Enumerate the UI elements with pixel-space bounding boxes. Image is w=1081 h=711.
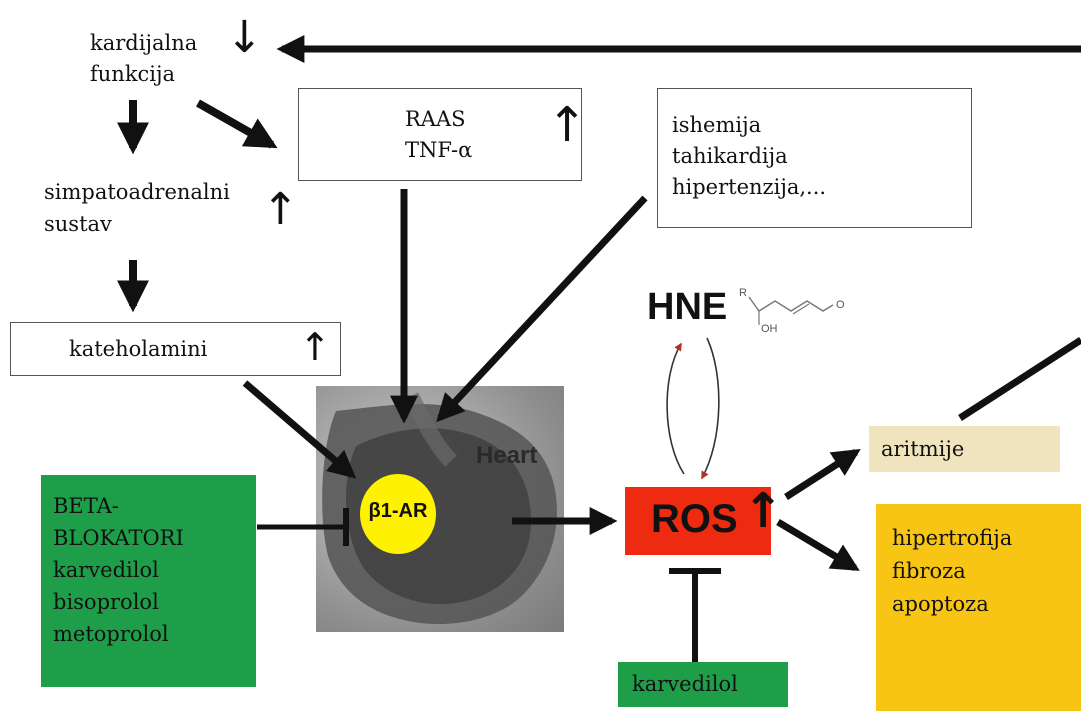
carvedilol-label: karvedilol	[632, 672, 738, 696]
hne-o-label: O	[836, 299, 845, 311]
raas-trend-icon: ↑	[547, 97, 588, 153]
arrow-cardiac-to-raas	[196, 99, 278, 149]
beta-blockers-box: BETA- BLOKATORI karvedilol bisoprolol me…	[41, 475, 256, 687]
cardiac-function-line1: kardijalna	[90, 31, 198, 55]
sympathoadrenal-line1: simpatoadrenalni	[44, 180, 230, 204]
feedback-arrow-right	[958, 337, 1081, 421]
arrow-catecholamines-to-heart	[242, 380, 357, 479]
raas-line2: TNF-α	[405, 138, 473, 162]
sympathoadrenal-trend-icon: ↑	[262, 184, 299, 235]
raas-box: RAAS TNF-α ↑	[298, 88, 587, 181]
beta-blockers-line4: bisoprolol	[53, 590, 159, 614]
arrow-triggers-to-heart	[436, 195, 648, 423]
triggers-line2: tahikardija	[672, 144, 788, 168]
arrow-ros-to-hne	[666, 342, 685, 475]
ros-box: ROS ↑	[625, 487, 783, 555]
catecholamines-label: kateholamini	[69, 337, 208, 361]
cardiac-function-line2: funkcija	[90, 62, 176, 86]
arrow-hne-to-ros	[701, 337, 720, 480]
hne-r-label: R	[739, 287, 747, 299]
beta-blockers-line1: BETA-	[53, 494, 119, 518]
cardiac-function-trend-icon: ↓	[226, 12, 263, 63]
raas-line1: RAAS	[405, 107, 466, 131]
heart-image: Heart β1-AR	[316, 386, 564, 632]
arrow-ros-to-arrhythmia	[784, 448, 861, 500]
arrhythmia-label: aritmije	[881, 437, 965, 461]
arrow-ros-to-outcomes	[776, 518, 860, 572]
beta1-receptor: β1-AR	[360, 474, 436, 554]
arrhythmia-box: aritmije	[869, 426, 1060, 472]
outcomes-line3: apoptoza	[892, 592, 989, 616]
beta-blockers-line3: karvedilol	[53, 558, 159, 582]
beta1-receptor-label: β1-AR	[368, 500, 428, 522]
ros-trend-icon: ↑	[743, 483, 784, 539]
catecholamines-trend-icon: ↑	[299, 325, 331, 369]
hne-label: HNE	[647, 286, 728, 328]
outcomes-line2: fibroza	[892, 559, 966, 583]
beta-blockers-line5: metoprolol	[53, 622, 169, 646]
triggers-line3: hipertenzija,...	[672, 175, 827, 199]
carvedilol-box: karvedilol	[618, 662, 788, 707]
sympathoadrenal-line2: sustav	[44, 212, 112, 236]
hne-oh-label: OH	[761, 323, 778, 335]
hne-structure: R OH O	[735, 283, 850, 340]
outcomes-box: hipertrofija fibroza apoptoza	[876, 504, 1081, 711]
outcomes-line1: hipertrofija	[892, 526, 1013, 550]
catecholamines-box: kateholamini ↑	[10, 322, 341, 376]
heart-label: Heart	[476, 442, 538, 469]
beta-blockers-line2: BLOKATORI	[53, 526, 184, 550]
triggers-line1: ishemija	[672, 113, 762, 137]
ros-label: ROS	[651, 497, 738, 541]
triggers-box: ishemija tahikardija hipertenzija,...	[657, 88, 972, 228]
